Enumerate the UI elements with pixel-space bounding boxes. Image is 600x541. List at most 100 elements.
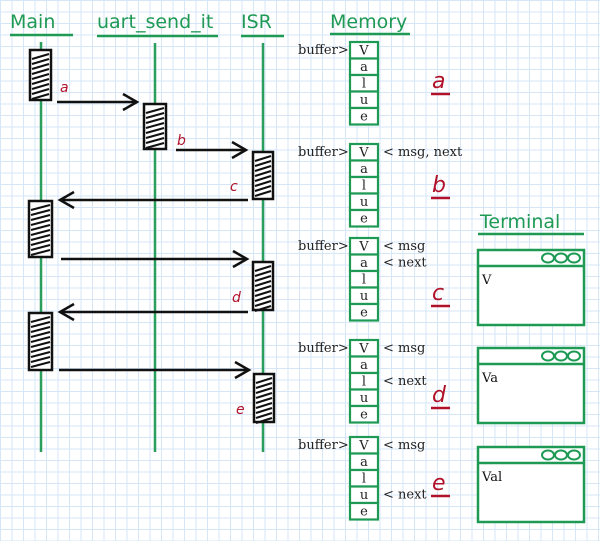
header-uart: uart_send_it (97, 11, 218, 38)
memory-cell-char: V (358, 146, 369, 161)
message-arrow (176, 140, 249, 160)
memory-cell-char: l (362, 179, 366, 194)
memory-cell-char: V (358, 439, 369, 454)
terminal-output: Val (481, 470, 502, 485)
activation-rect (252, 372, 276, 424)
buffer-pointer-label: buffer> (298, 239, 349, 254)
memory-pointer: < next (383, 374, 427, 389)
arrowhead (57, 190, 75, 210)
terminal-output: Va (481, 371, 498, 386)
memory-cell-char: u (360, 488, 368, 503)
memory-cell-char: V (358, 240, 369, 255)
header-uart-text: uart_send_it (97, 11, 213, 33)
memory-cell-char: a (360, 60, 368, 75)
memory-cell (348, 106, 380, 126)
step-label: a (432, 69, 445, 94)
memory-cell (348, 501, 380, 521)
header-terminal-text: Terminal (479, 211, 560, 233)
memory-cell (348, 302, 380, 322)
memory-cell-char: e (360, 110, 368, 125)
message-arrow (61, 249, 250, 269)
message-arrow (57, 190, 248, 210)
memory-cell-char: l (362, 273, 366, 288)
activation-box (251, 150, 275, 201)
activation-hatch (255, 377, 273, 424)
activation-box (27, 311, 54, 372)
terminal-window-d: Va (476, 346, 586, 425)
memory-pointer: < next (383, 488, 427, 503)
memory-cell-char: e (360, 212, 368, 227)
buffer-pointer-label: buffer> (298, 438, 349, 453)
terminal-output: V (481, 273, 492, 288)
message-arrow (57, 92, 140, 112)
message-label-c: c (230, 179, 238, 195)
arrowhead (122, 92, 140, 112)
activation-boxes (27, 48, 276, 424)
window-controls-icon (541, 252, 581, 264)
activation-hatch (30, 316, 51, 368)
header-isr-text: ISR (241, 11, 272, 33)
arrowhead (232, 249, 250, 269)
memory-cell (348, 208, 380, 228)
terminal-frame (476, 346, 586, 425)
message-label-d: d (232, 290, 241, 306)
arrowhead (234, 360, 252, 380)
memory-cell-char: a (360, 455, 368, 470)
memory-cell-char: a (360, 358, 368, 373)
memory-cell-char: u (360, 195, 368, 210)
memory-cell-char: a (360, 256, 368, 271)
memory-cell-char: V (358, 342, 369, 357)
memory-cell-char: e (360, 306, 368, 321)
memory-pointer: < msg (383, 438, 425, 453)
memory-pointer: < next (383, 256, 427, 271)
activation-rect (251, 260, 275, 312)
activation-box (252, 372, 276, 424)
header-isr: ISR (241, 11, 284, 38)
header-main: Main (10, 11, 73, 37)
activation-hatch (254, 265, 272, 312)
message-arrow (57, 302, 248, 322)
window-control-circle (567, 449, 581, 461)
memory-cell-char: u (360, 93, 368, 108)
memory-pointer: < msg (383, 341, 425, 356)
activation-hatch (30, 204, 51, 256)
header-memory: Memory (330, 11, 410, 36)
window-control-circle (567, 350, 581, 362)
step-label: d (432, 383, 447, 408)
header-main-text: Main (10, 11, 55, 33)
memory-pointer: < msg, next (383, 145, 463, 160)
step-label: e (432, 471, 446, 496)
terminal-frame (476, 445, 586, 524)
buffer-pointer-label: buffer> (298, 145, 349, 160)
buffer-pointer-label: buffer> (298, 341, 349, 356)
window-controls-icon (541, 449, 581, 461)
window-control-circle (567, 252, 581, 264)
message-arrow (59, 360, 252, 380)
activation-box (28, 48, 53, 102)
message-label-e: e (236, 402, 245, 418)
memory-cell-char: l (362, 77, 366, 92)
activation-box (251, 260, 275, 312)
memory-cell-char: V (358, 44, 369, 59)
message-label-a: a (60, 80, 69, 96)
terminal-window-c: V (476, 248, 586, 327)
step-label: c (432, 281, 444, 306)
message-label-b: b (177, 133, 186, 149)
terminal-window-e: Val (476, 445, 586, 524)
arrowhead (231, 140, 249, 160)
buffer-pointer-label: buffer> (298, 43, 349, 58)
window-controls-icon (541, 350, 581, 362)
activation-box (142, 102, 168, 151)
header-terminal: Terminal (478, 211, 584, 236)
memory-cell (348, 404, 380, 424)
terminal-frame (476, 248, 586, 327)
memory-cell-char: u (360, 391, 368, 406)
memory-cell-char: l (362, 375, 366, 390)
